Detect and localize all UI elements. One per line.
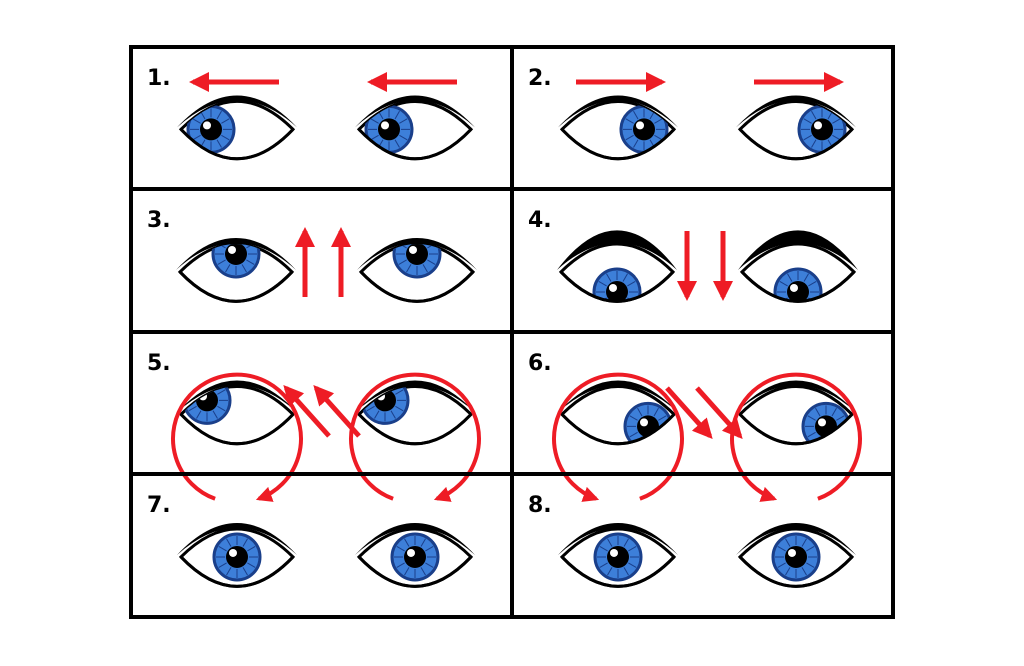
upper-eyelid [736,380,856,413]
exercise-number: 4. [528,208,552,233]
grid-lines [129,45,895,619]
exercise-panel-8: 8. [528,372,862,588]
arrow-up-left [283,385,331,438]
exercise-number: 8. [528,493,552,518]
exercise-panel-3: 3. [147,208,477,303]
upper-eyelid [355,95,475,128]
rotate-arrow [730,372,862,502]
pupil [404,545,426,568]
rotate-clockwise-icon [171,372,481,502]
eye [177,380,297,446]
pupil [785,545,807,568]
eye [736,523,856,588]
rotate-arrow [349,372,481,502]
eye [177,523,297,588]
pupil [607,545,629,568]
exercise-number: 7. [147,493,171,518]
upper-eyelid [177,95,297,128]
arrow-down-right [665,386,713,439]
upper-eyelid [557,230,677,270]
eye [558,95,678,161]
exercise-number: 6. [528,351,552,376]
pupil [406,243,428,265]
eye [357,238,477,303]
pupil [196,389,218,412]
rotate-counter-clockwise-icon [552,372,862,502]
pupil [200,118,222,141]
eye [736,380,856,446]
eye [355,523,475,588]
eye [558,523,678,588]
rotate-arrow [171,372,303,502]
exercise-panel-5: 5. [147,351,475,446]
exercise-panel-7: 7. [147,372,481,588]
pupil [225,243,247,265]
eye [177,95,297,161]
upper-eyelid [176,238,296,270]
pupil [811,118,833,141]
eye [557,230,677,303]
exercise-number: 3. [147,208,171,233]
exercise-number: 5. [147,351,171,376]
eye [736,95,856,161]
upper-eyelid [736,95,856,128]
eye [355,95,475,161]
upper-eyelid [558,523,678,555]
exercise-panel-6: 6. [528,351,856,446]
arrow-down-icon [677,231,733,301]
upper-eyelid [357,238,477,270]
upper-eyelid [558,95,678,128]
eye [355,380,475,446]
exercise-number: 1. [147,66,171,91]
upper-eyelid [177,523,297,555]
eye [176,238,296,303]
upper-eyelid [736,523,856,555]
pupil [378,118,400,141]
eye [738,230,858,303]
upper-eyelid [355,523,475,555]
exercise-panel-2: 2. [528,66,856,161]
rotate-arrow [552,372,684,502]
exercise-panel-1: 1. [147,66,475,161]
upper-eyelid [558,380,678,413]
upper-eyelid [177,380,297,413]
exercise-panel-4: 4. [528,208,858,303]
pupil [226,545,248,568]
arrow-up-icon [295,227,351,297]
upper-eyelid [738,230,858,270]
pupil [633,118,655,141]
upper-eyelid [355,380,475,413]
exercise-number: 2. [528,66,552,91]
